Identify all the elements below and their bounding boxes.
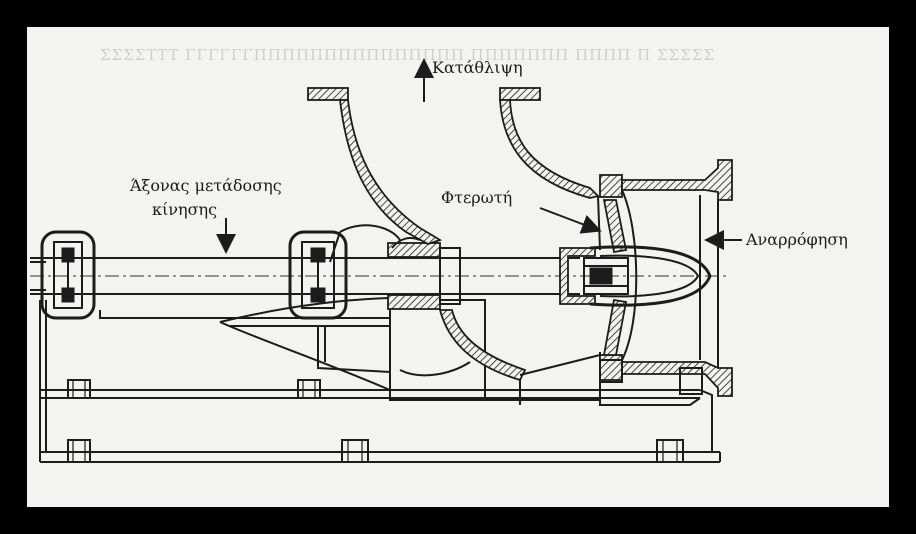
impeller-label: Φτερωτή — [441, 188, 513, 207]
paper-sheet — [27, 27, 889, 507]
base-frame — [39, 300, 721, 463]
coupling-middle — [288, 230, 348, 320]
suction-nozzle — [599, 159, 733, 397]
stuffing-box — [387, 242, 461, 310]
impeller — [559, 174, 712, 381]
impeller-arrow — [539, 207, 602, 234]
volute-casing — [307, 87, 601, 405]
bleed-through-text: ΣΣΣΣΤΤΤ ΓΓΓΓΓΓΠΠΠΠΠΠΠΠΠΠΠΠΠΠΠ ΠΠΠΠΠΠΠ ΠΠ… — [100, 46, 715, 64]
shaft-label-line2: κίνησης — [152, 200, 218, 219]
coupling-left — [40, 230, 96, 320]
annotation-arrows — [216, 58, 742, 254]
shaft — [30, 257, 730, 295]
suction-label: Αναρρόφηση — [746, 230, 848, 249]
shaft-label-line1: Άξονας μετάδοσης — [130, 176, 282, 195]
discharge-label: Κατάθλιψη — [432, 58, 523, 77]
